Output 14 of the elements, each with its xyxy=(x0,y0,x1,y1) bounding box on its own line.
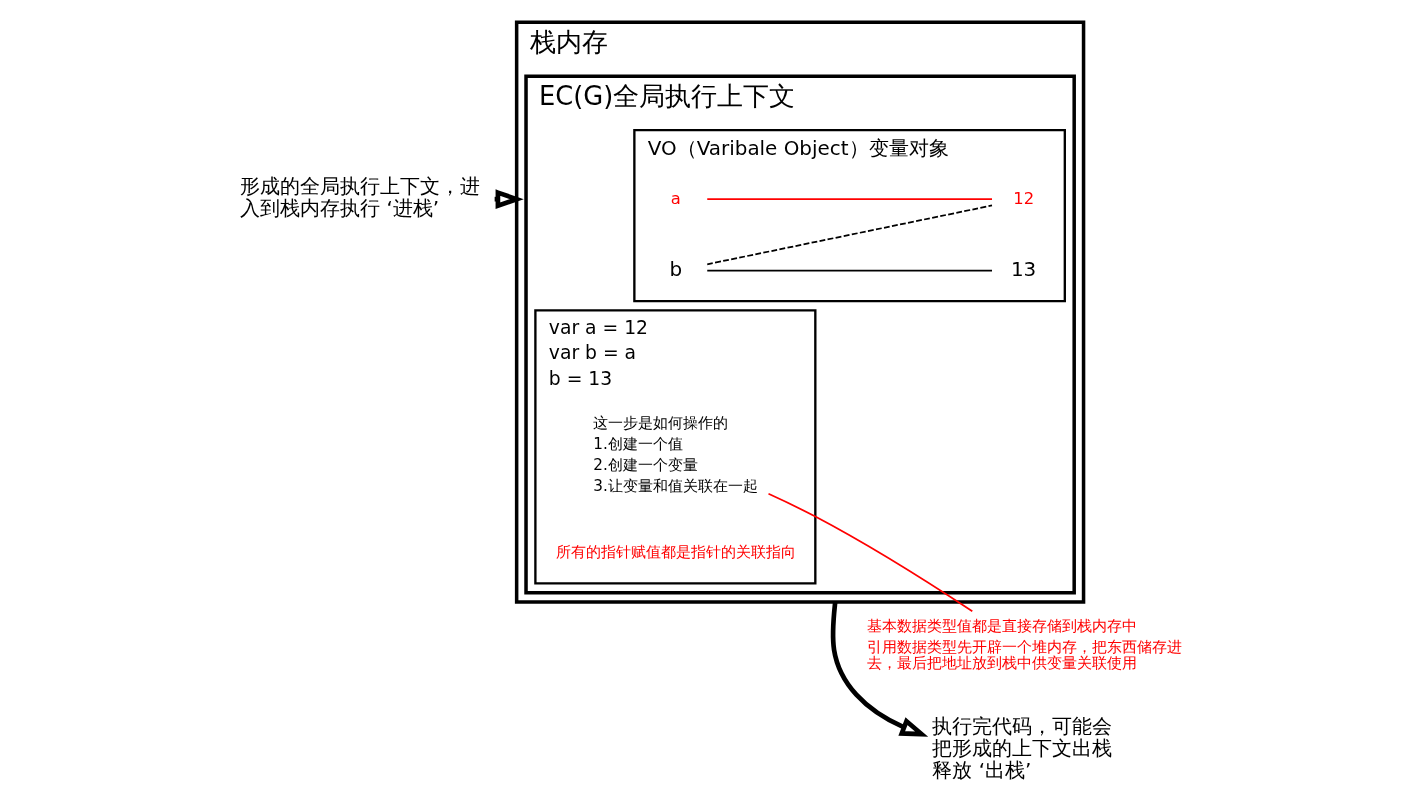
label: 所有的指针赋值都是指针的关联指向 xyxy=(555,542,796,561)
node-text: b xyxy=(669,258,683,281)
arrow xyxy=(830,601,929,737)
node-text: 形成的全局执行上下文，进入到栈内存执行 ‘进栈’ xyxy=(240,174,481,221)
connector xyxy=(767,492,974,613)
node-text: 执行完代码，可能会把形成的上下文出栈释放 ‘出栈’ xyxy=(932,714,1113,783)
node-text: a xyxy=(670,189,681,209)
node-text: 基本数据类型值都是直接存储到栈内存中 引用数据类型先开辟一个堆内存，把东西储存进去，最后把地址放到栈中供变量关联使用 xyxy=(866,616,1182,673)
node-text: 12 xyxy=(1013,189,1035,209)
node-text: 13 xyxy=(1010,258,1037,281)
connector xyxy=(706,269,993,272)
connector xyxy=(706,198,993,201)
connector xyxy=(706,204,993,266)
node-text: 这一步是如何操作的 1.创建一个值 2.创建一个变量 3.让变量和值关联在一起 xyxy=(593,414,758,496)
